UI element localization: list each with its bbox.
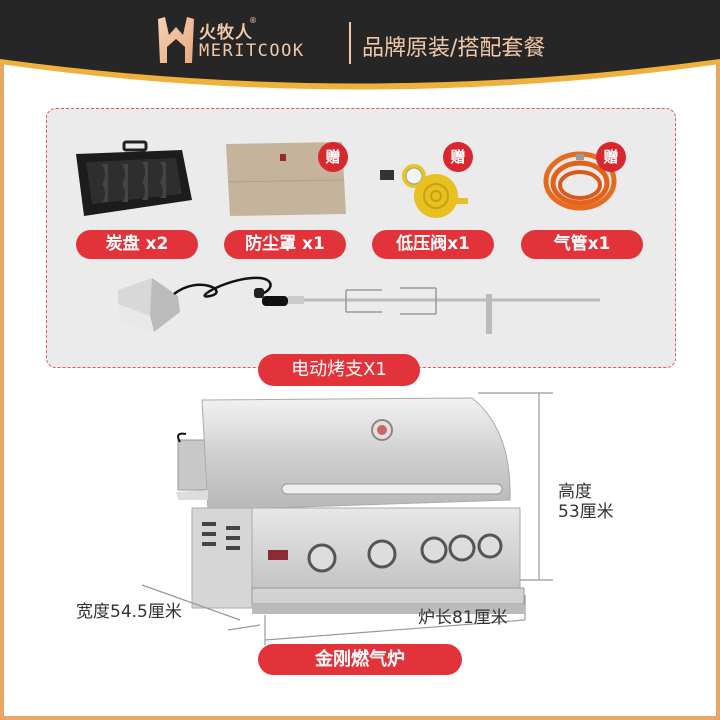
dimension-lines bbox=[141, 392, 553, 645]
gift-badge: 赠 bbox=[596, 142, 626, 172]
height-value: 53厘米 bbox=[558, 502, 614, 522]
valve-image bbox=[380, 164, 468, 218]
brand-logo-icon bbox=[158, 17, 194, 63]
gas-hose-image bbox=[543, 151, 617, 211]
gift-badge: 赠 bbox=[318, 142, 348, 172]
gas-grill-image bbox=[176, 397, 525, 614]
charcoal-tray-label: 炭盘 x2 bbox=[76, 230, 198, 259]
header-background bbox=[0, 0, 720, 90]
header-divider bbox=[349, 22, 351, 64]
rotisserie-label: 电动烤支X1 bbox=[258, 354, 420, 386]
brand-name-en: MERITCOOK bbox=[199, 41, 305, 61]
charcoal-tray-image bbox=[76, 140, 192, 216]
header-banner: 火牧人 ® MERITCOOK 品牌原装/搭配套餐 bbox=[0, 0, 720, 100]
height-label: 高度 bbox=[558, 482, 592, 502]
dust-cover-label: 防尘罩 x1 bbox=[224, 230, 346, 259]
rotisserie-image bbox=[118, 276, 600, 334]
dust-cover-image bbox=[226, 142, 346, 216]
length-dimension: 炉长81厘米 bbox=[418, 608, 508, 628]
width-dimension: 宽度54.5厘米 bbox=[76, 602, 182, 622]
product-name-label: 金刚燃气炉 bbox=[258, 644, 462, 675]
registered-mark: ® bbox=[249, 16, 257, 25]
valve-label: 低压阀x1 bbox=[372, 230, 494, 259]
brand-name-cn: 火牧人 bbox=[199, 23, 253, 43]
gift-badge: 赠 bbox=[443, 142, 473, 172]
header-slogan: 品牌原装/搭配套餐 bbox=[362, 36, 546, 61]
gas-hose-label: 气管x1 bbox=[521, 230, 643, 259]
